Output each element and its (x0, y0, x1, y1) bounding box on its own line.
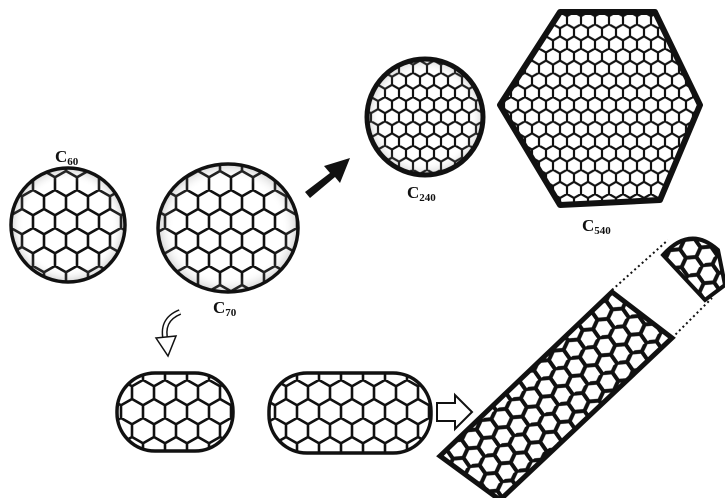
short-capsule (110, 365, 240, 460)
arrow-right-up-icon (305, 158, 350, 198)
long-capsule (262, 365, 437, 460)
label-c240: C240 (407, 183, 436, 204)
c60-fullerene (0, 160, 140, 290)
label-c60: C60 (55, 147, 79, 168)
c240-fullerene (360, 55, 490, 180)
c540-fullerene (495, 8, 705, 208)
carbon-nanotube (430, 222, 725, 498)
curved-arrow-down-icon (156, 312, 180, 356)
c70-fullerene (150, 160, 310, 300)
arrow-right-outline-icon (437, 395, 472, 429)
label-c540: C540 (582, 216, 611, 237)
label-c70: C70 (213, 298, 237, 319)
